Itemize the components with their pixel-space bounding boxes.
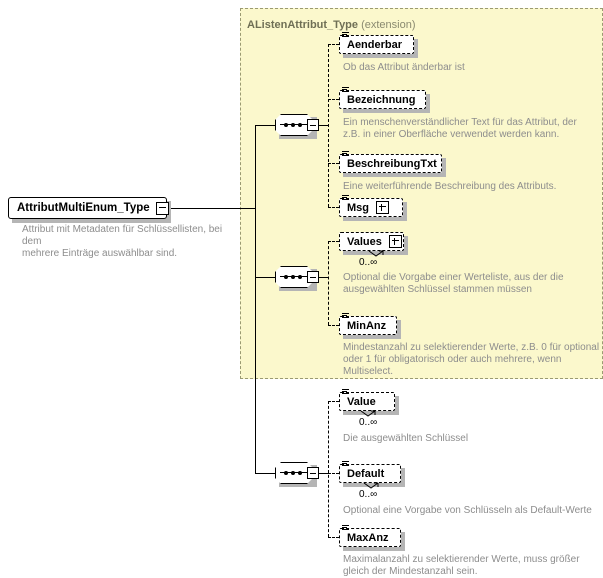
element-annotation-values: Optional die Vorgabe einer Werteliste, a… [343,272,564,295]
repeat-loop-icon-default [363,482,379,489]
connector-root-to-trunk [167,208,255,209]
element-annotation-beschreibungtxt: Eine weiterführende Beschreibung des Att… [343,181,557,192]
element-box-minanz[interactable]: MinAnz [339,313,397,335]
element-annotation-default: Optional eine Vorgabe von Schlüsseln als… [343,505,592,516]
connector-seq2-out [319,277,328,278]
branch-connector-default [328,473,339,474]
extension-type-name: AListenAttribut_Type [247,19,359,31]
element-box-value[interactable]: Value [339,389,395,411]
branch-connector-bezeichnung [328,99,339,100]
element-box-aenderbar[interactable]: Aenderbar [339,32,414,54]
sequence-compositor-1[interactable] [275,114,319,139]
element-annotation-aenderbar: Ob das Attribut änderbar ist [343,62,465,73]
element-label: Bezeichnung [347,93,416,106]
root-element-label: AttributMultiEnum_Type [17,202,150,214]
branch-connector-aenderbar [328,44,339,45]
branch-connector-values [328,241,339,242]
branch-rail-group-outer [328,401,329,537]
branch-connector-value [328,401,339,402]
element-label: Value [347,395,376,408]
connector-trunk-to-seq3 [255,473,275,474]
branch-connector-maxanz [328,537,339,538]
occurrence-label-values: 0..∞ [359,257,378,268]
element-annotation-minanz: Mindestanzahl zu selektierender Werte, z… [343,342,600,377]
extension-kind-label: (extension) [361,19,416,31]
root-element-box[interactable]: AttributMultiEnum_Type [8,197,169,219]
sequence-collapse-icon-1[interactable] [307,119,319,131]
element-label: MaxAnz [347,531,389,544]
expand-icon[interactable] [388,235,402,248]
element-label: Aenderbar [347,38,403,51]
connector-seq1-out [319,125,328,126]
element-annotation-value: Die ausgewählten Schlüssel [343,433,469,444]
sequence-dots-icon-3 [284,471,304,475]
element-box-msg[interactable]: Msg [339,195,403,217]
element-label: Msg [347,201,369,214]
branch-rail-group-a [328,44,329,207]
connector-trunk-to-seq2 [255,277,275,278]
element-box-beschreibungtxt[interactable]: BeschreibungTxt [339,151,442,173]
element-box-default[interactable]: Default [339,461,401,483]
occurrence-label-value: 0..∞ [359,417,378,428]
root-annotation: Attribut mit Metadaten für Schlüssellist… [22,224,223,259]
connector-seq3-out [319,473,328,474]
element-label: BeschreibungTxt [347,157,437,170]
occurrence-label-default: 0..∞ [359,489,378,500]
sequence-collapse-icon-3[interactable] [307,467,319,479]
branch-connector-msg [328,207,339,208]
branch-connector-minanz [328,325,339,326]
connector-trunk-vertical [255,125,256,473]
extension-panel [240,8,603,379]
branch-connector-beschreibungtxt [328,163,339,164]
sequence-dots-icon-2 [284,275,304,279]
connector-trunk-to-seq1 [255,125,275,126]
sequence-compositor-2[interactable] [275,266,319,291]
repeat-loop-icon-values [368,250,384,257]
expand-icon[interactable] [376,201,389,214]
element-label: MinAnz [347,319,387,332]
element-box-maxanz[interactable]: MaxAnz [339,525,401,547]
sequence-compositor-3[interactable] [275,462,319,487]
repeat-loop-icon-value [360,410,376,417]
element-label: Values [347,235,382,248]
sequence-collapse-icon-2[interactable] [307,271,319,283]
sequence-dots-icon-1 [284,123,304,127]
element-box-bezeichnung[interactable]: Bezeichnung [339,87,426,109]
element-box-values[interactable]: Values [339,232,404,251]
element-label: Default [347,467,385,480]
collapse-icon[interactable] [155,201,169,215]
element-annotation-maxanz: Maximalanzahl zu selektierender Werte, m… [343,554,580,577]
element-annotation-bezeichnung: Ein menschenverständlicher Text für das … [343,117,577,140]
extension-title: AListenAttribut_Type (extension) [247,19,416,31]
branch-rail-group-b [328,241,329,325]
